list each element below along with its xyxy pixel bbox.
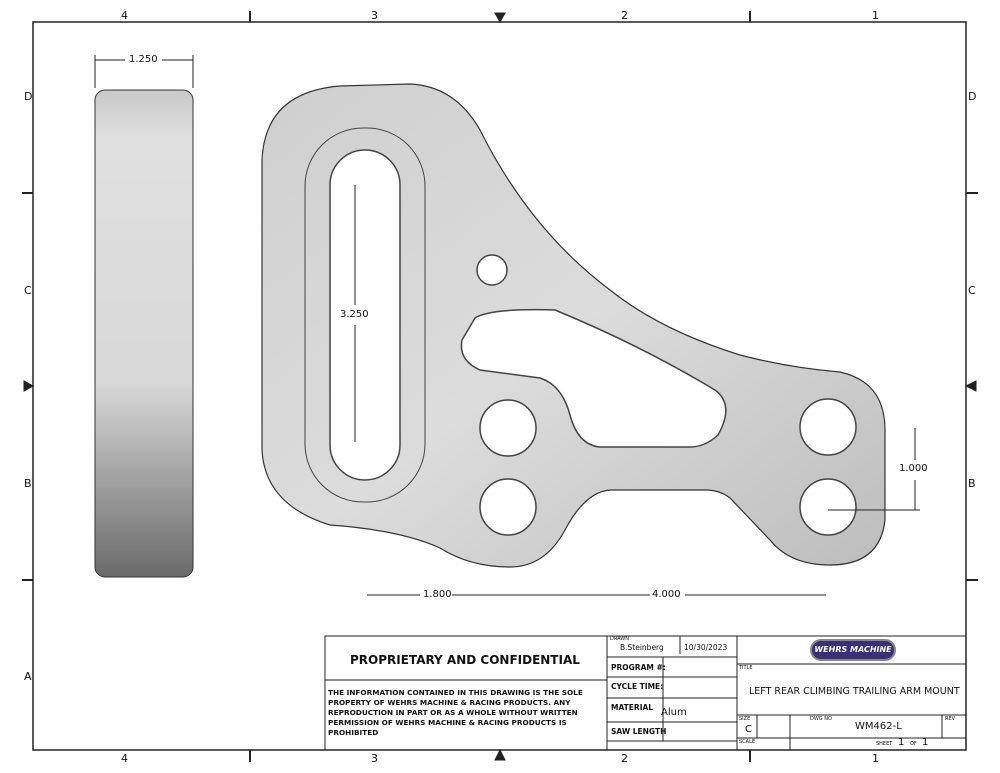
drawing-title: LEFT REAR CLIMBING TRAILING ARM MOUNT — [749, 686, 960, 697]
dim-1800: 1.800 — [423, 589, 452, 600]
zone-col-2-bottom: 2 — [621, 752, 628, 765]
saw-length-label: SAW LENGTH — [611, 727, 667, 736]
scale-label: SCALE — [739, 739, 756, 745]
size-value: C — [745, 724, 752, 735]
program-label: PROGRAM #: — [611, 663, 666, 672]
drawn-date: 10/30/2023 — [684, 643, 728, 652]
proprietary-heading: PROPRIETARY AND CONFIDENTIAL — [350, 653, 580, 667]
adjustment-slot — [329, 149, 401, 481]
slot-groove — [304, 127, 426, 503]
zone-col-3: 3 — [371, 9, 378, 22]
zone-row-a: A — [24, 670, 32, 683]
sheet-total: 1 — [922, 737, 929, 748]
drawn-label: DRAWN — [610, 636, 629, 642]
dwg-no-label: DWG NO — [810, 716, 832, 722]
zone-col-4: 4 — [121, 9, 128, 22]
zone-row-b-right: B — [968, 477, 976, 490]
zone-col-1: 1 — [872, 9, 879, 22]
material-label: MATERIAL — [611, 703, 654, 712]
dim-4000: 4.000 — [652, 589, 681, 600]
cycle-time-label: CYCLE TIME: — [611, 682, 664, 691]
zone-row-d: D — [24, 90, 33, 103]
drawn-by: B.Steinberg — [620, 643, 664, 652]
dim-3250: 3.250 — [340, 309, 369, 320]
lightening-pocket — [460, 308, 727, 448]
zone-row-d-right: D — [968, 90, 977, 103]
zone-col-1-bottom: 1 — [872, 752, 879, 765]
material-value: Alum — [661, 707, 687, 718]
title-label: TITLE — [739, 665, 753, 671]
mounting-holes — [476, 254, 857, 536]
side-view — [94, 89, 194, 578]
zone-col-3-bottom: 3 — [371, 752, 378, 765]
zone-row-c: C — [24, 284, 32, 297]
dim-1000: 1.000 — [899, 463, 928, 474]
zone-ticks — [22, 11, 978, 762]
zone-row-c-right: C — [968, 284, 976, 297]
title-block-grid — [324, 635, 967, 751]
zone-col-2: 2 — [621, 9, 628, 22]
company-logo: WEHRS MACHINE — [810, 639, 896, 661]
size-label: SIZE — [739, 716, 751, 722]
sheet-number: 1 — [898, 737, 905, 748]
zone-col-4-bottom: 4 — [121, 752, 128, 765]
of-label: OF — [910, 741, 917, 747]
dim-1250: 1.250 — [129, 54, 158, 65]
zone-row-b: B — [24, 477, 32, 490]
proprietary-notice: THE INFORMATION CONTAINED IN THIS DRAWIN… — [328, 688, 583, 737]
rev-label: REV — [945, 716, 956, 722]
sheet-label: SHEET — [876, 741, 893, 747]
dimension-lines — [94, 55, 920, 596]
logo-text: WEHRS MACHINE — [814, 645, 892, 654]
dwg-no-value: WM462-L — [855, 721, 902, 732]
